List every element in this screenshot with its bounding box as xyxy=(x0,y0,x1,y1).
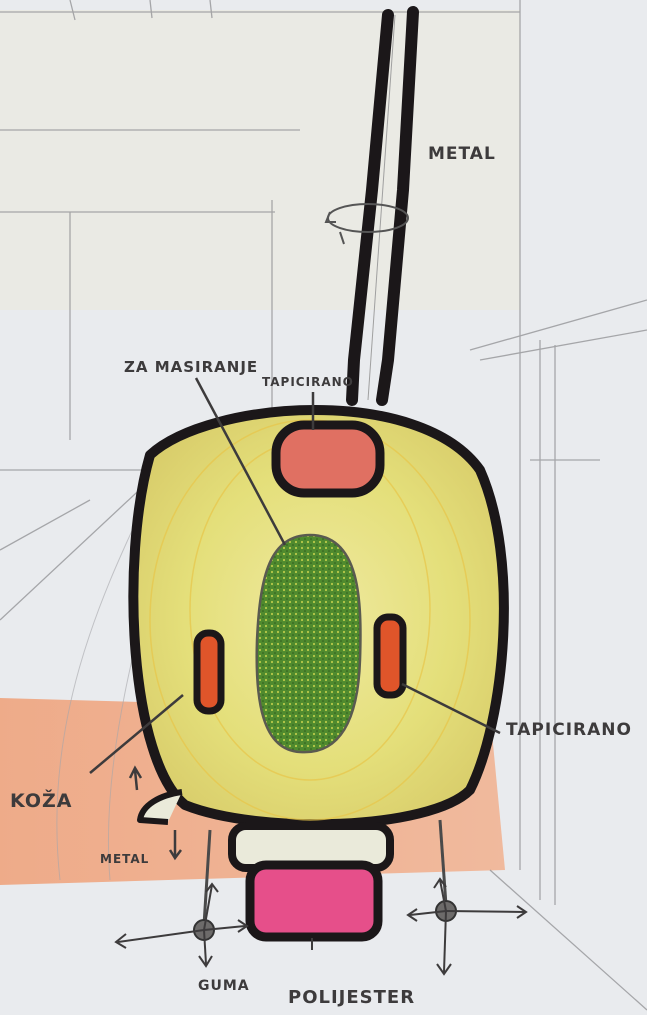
right-side-pad xyxy=(377,617,403,695)
footrest-assembly xyxy=(232,826,390,950)
label-guma: GUMA xyxy=(198,978,250,994)
label-tapicirano-right: TAPICIRANO xyxy=(506,720,632,740)
footrest xyxy=(250,865,378,937)
left-side-pad xyxy=(197,633,221,711)
top-cushion xyxy=(276,425,380,493)
label-tapicirano-top: TAPICIRANO xyxy=(262,375,354,389)
massage-pad xyxy=(257,535,361,752)
label-poliester: POLIJESTER xyxy=(288,987,415,1008)
label-metal-bottom: METAL xyxy=(100,852,149,866)
label-metal-top: METAL xyxy=(428,144,496,164)
label-koza: KOŽA xyxy=(10,789,73,812)
label-za-masiranje: ZA MASIRANJE xyxy=(124,358,258,376)
